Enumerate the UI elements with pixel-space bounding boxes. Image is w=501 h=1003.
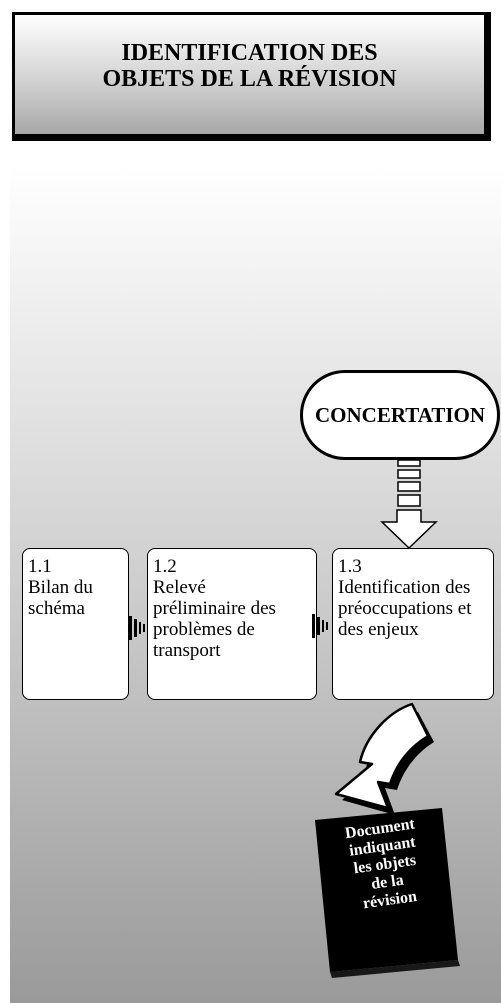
concertation-terminal: CONCERTATION <box>300 370 500 460</box>
step-1-1-box: 1.1 Bilan du schéma <box>22 548 129 700</box>
step-1-3-label: Identification des préoccupations et des… <box>338 577 472 640</box>
step-1-1-label: Bilan du schéma <box>28 577 93 619</box>
step-1-2-box: 1.2 Relevé préliminaire des problèmes de… <box>147 548 317 700</box>
title-line-1: IDENTIFICATION DES <box>121 39 378 66</box>
step-1-1-number: 1.1 <box>28 556 52 577</box>
title-line-2: OBJETS DE LA RÉVISION <box>102 65 397 92</box>
step-1-2-number: 1.2 <box>153 556 177 577</box>
step-1-2-label: Relevé préliminaire des problèmes de tra… <box>153 577 276 661</box>
concertation-label: CONCERTATION <box>315 402 485 427</box>
page-title: IDENTIFICATION DES OBJETS DE LA RÉVISION <box>15 40 484 92</box>
title-box: IDENTIFICATION DES OBJETS DE LA RÉVISION <box>12 12 491 141</box>
step-1-3-box: 1.3 Identification des préoccupations et… <box>332 548 494 700</box>
output-document-label: Document indiquant les objets de la révi… <box>314 811 455 918</box>
step-1-3-number: 1.3 <box>338 556 362 577</box>
